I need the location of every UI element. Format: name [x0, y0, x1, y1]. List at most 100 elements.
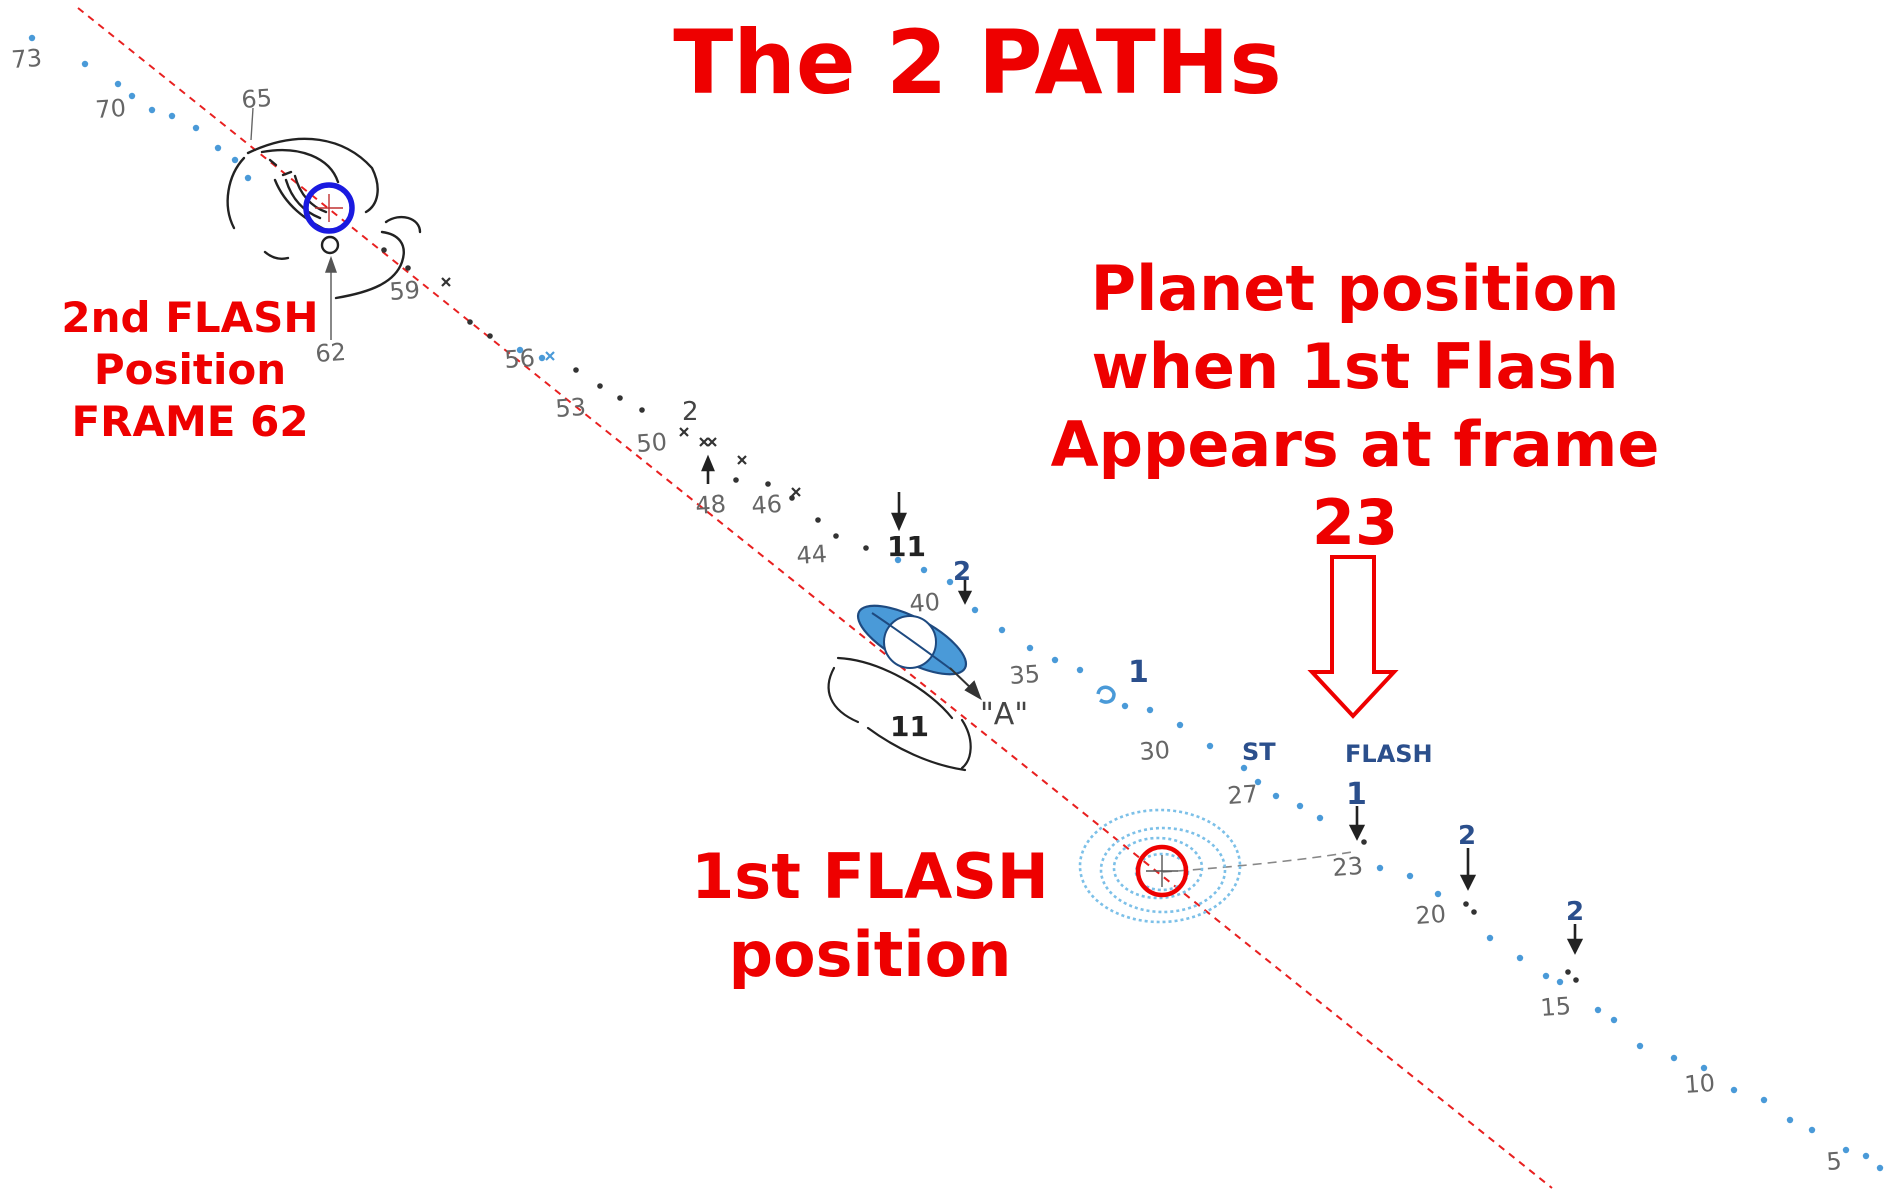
- dark-path-marks: [381, 247, 1579, 983]
- path-dot: [1670, 1054, 1678, 1062]
- frame-number-label: 20: [1414, 900, 1446, 930]
- x-mark: [699, 437, 709, 447]
- path-dot: [1463, 901, 1469, 907]
- path-dot: [1146, 706, 1154, 714]
- path-dot: [1542, 972, 1550, 980]
- path-dot: [597, 383, 603, 389]
- path-dot: [1406, 872, 1414, 880]
- path-dot: [128, 92, 136, 100]
- path-dot: [1610, 1016, 1618, 1024]
- path-dot: [1316, 814, 1324, 822]
- second-flash-label-line: Position: [93, 345, 287, 394]
- path-dot: [573, 367, 579, 373]
- path-dot: [833, 533, 839, 539]
- frame-number-label: 50: [635, 428, 667, 458]
- path-dot: [405, 265, 411, 271]
- path-dot: [1700, 1064, 1708, 1072]
- second-flash-sketch: [226, 137, 422, 300]
- path-dot: [1486, 934, 1494, 942]
- path-dot: [789, 495, 795, 501]
- path-dot: [192, 124, 200, 132]
- path-dot: [1786, 1116, 1794, 1124]
- sketch-mark-label: FLASH: [1345, 740, 1433, 768]
- path-dot: [467, 319, 473, 325]
- path-dot: [971, 606, 979, 614]
- frame-number-label: 5: [1825, 1147, 1842, 1176]
- second-flash-label-line: FRAME 62: [71, 397, 309, 446]
- path-dot: [1176, 721, 1184, 729]
- path-dot: [1296, 802, 1304, 810]
- path-dot: [617, 395, 623, 401]
- frame-number-label: 40: [908, 588, 940, 618]
- frame-number-label: 44: [795, 540, 827, 570]
- small-black-arrows: [701, 454, 1584, 955]
- path-dot: [815, 517, 821, 523]
- x-mark: [737, 455, 747, 465]
- frame-number-label: 23: [1331, 852, 1363, 882]
- second-flash-label-line: 2nd FLASH: [61, 293, 319, 342]
- path-dot: [381, 247, 387, 253]
- path-dot: [81, 60, 89, 68]
- path-dot: [1026, 644, 1034, 652]
- sketch-mark-label: 11: [890, 710, 929, 743]
- path-dot: [1876, 1164, 1884, 1172]
- path-dot: [639, 407, 645, 413]
- path-dot: [894, 556, 902, 564]
- path-dot: [1862, 1152, 1870, 1160]
- first-flash-label: 1st FLASH position: [670, 838, 1070, 994]
- frame-number-label: 27: [1226, 780, 1258, 810]
- path-dot: [1376, 864, 1384, 872]
- frame-number-label: 48: [694, 490, 726, 520]
- path-dot: [28, 34, 36, 42]
- planet-sketch: [856, 604, 968, 676]
- first-flash-cloud: [1078, 808, 1242, 924]
- path-dot: [1240, 764, 1248, 772]
- dashed-straight-path: [77, 7, 1553, 1189]
- path-dot: [114, 80, 122, 88]
- path-dot: [998, 626, 1006, 634]
- frame-number-label: 70: [94, 94, 126, 124]
- path-dot: [1254, 778, 1262, 786]
- path-dot: [1051, 656, 1059, 664]
- planet-shadow-sketch: [827, 656, 972, 772]
- path-dot: [1434, 890, 1442, 898]
- sketch-mark-label: 2: [1566, 897, 1584, 927]
- path-dot: [168, 112, 176, 120]
- x-mark: [679, 427, 689, 437]
- path-dot: [1808, 1126, 1816, 1134]
- sketch-mark-label: 1: [1346, 777, 1367, 812]
- page-title: The 2 PATHs: [673, 11, 1282, 114]
- path-dot: [538, 354, 546, 362]
- path-dot: [1206, 742, 1214, 750]
- path-dot: [1842, 1146, 1850, 1154]
- path-dot: [516, 346, 524, 354]
- first-flash-label-line: 1st FLASH: [691, 840, 1049, 913]
- small-blue-swirl: [1096, 685, 1116, 704]
- path-dot: [1516, 954, 1524, 962]
- frame-number-label: 10: [1683, 1069, 1715, 1099]
- path-dot: [863, 545, 869, 551]
- second-flash-crosshair: [315, 194, 343, 222]
- path-dot: [1565, 969, 1571, 975]
- down-arrow-icon: [1307, 555, 1399, 719]
- sketch-mark-label: "A": [980, 697, 1028, 732]
- flash-connector-line: [1162, 851, 1353, 873]
- first-flash-crosshair: [1146, 855, 1178, 887]
- path-dot: [231, 156, 239, 164]
- frame-number-label: 35: [1008, 660, 1040, 690]
- frame-62-arrow: [325, 255, 337, 340]
- sketch-mark-label: 2: [953, 557, 971, 587]
- path-dot: [733, 477, 739, 483]
- planet-motion-arrow: [949, 667, 982, 701]
- planet-position-label: Planet position when 1st Flash Appears a…: [1030, 250, 1680, 562]
- frame-65-tick: [250, 107, 254, 141]
- path-dot: [920, 566, 928, 574]
- path-dot: [946, 578, 954, 586]
- path-dot: [1636, 1042, 1644, 1050]
- frame-number-label: 73: [10, 44, 42, 74]
- x-mark: [545, 351, 555, 361]
- x-mark: [791, 487, 801, 497]
- frame-number-label: 56: [503, 344, 535, 374]
